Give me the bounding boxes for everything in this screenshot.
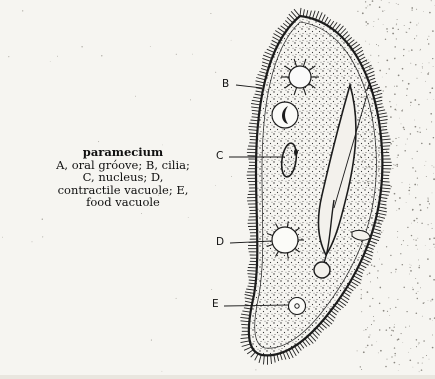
label-e: E <box>212 298 219 310</box>
cell-body <box>249 16 383 355</box>
figure-caption: paramecium A, oral gróove; B, cilia; C, … <box>52 146 194 209</box>
label-d: D <box>216 236 224 248</box>
label-a: A <box>366 82 373 94</box>
caption-description: A, oral gróove; B, cilia; C, nucleus; D,… <box>52 159 194 209</box>
gullet-vacuole <box>314 262 330 278</box>
food-vacuole-upper <box>272 102 298 128</box>
leader-line-b <box>236 85 262 88</box>
food-vacuole <box>289 298 306 315</box>
label-c: C <box>216 150 223 162</box>
caption-term: paramecium <box>52 146 194 159</box>
label-b: B <box>222 78 229 90</box>
